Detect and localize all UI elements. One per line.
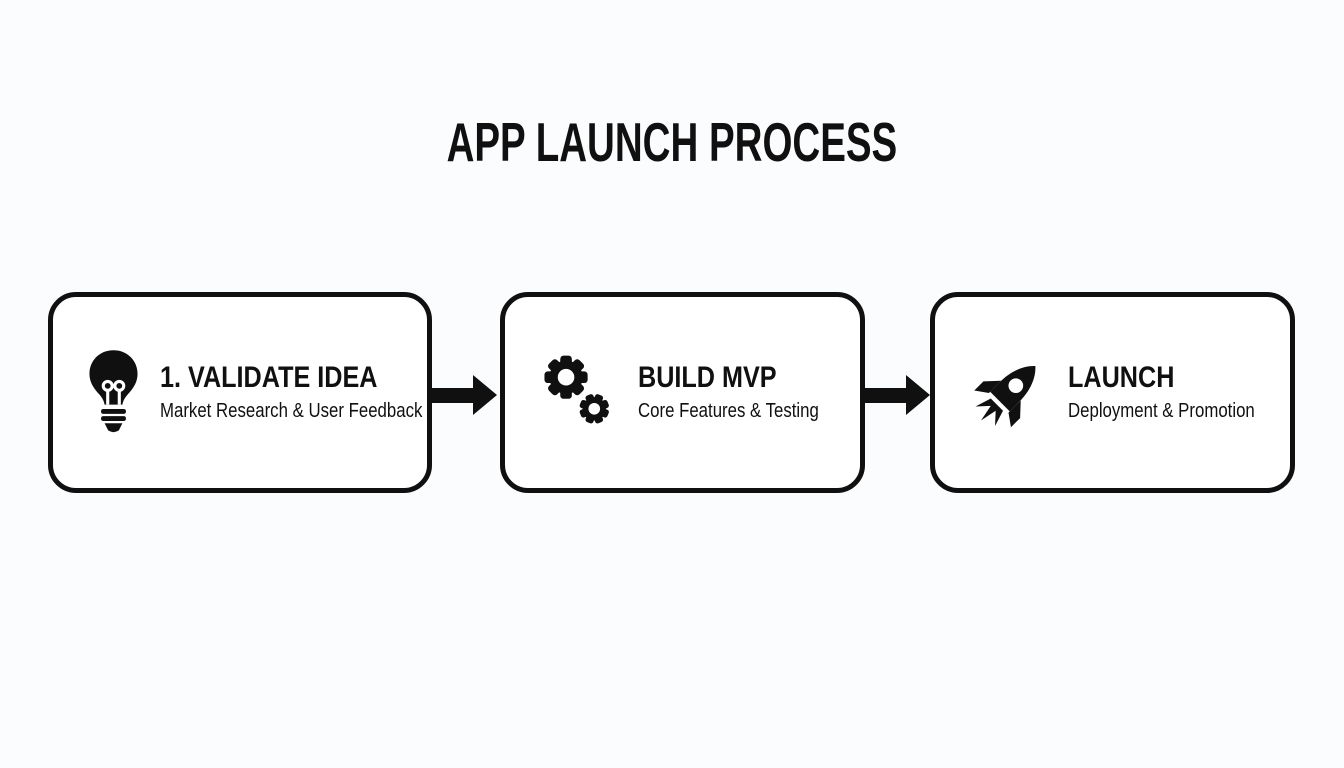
step-text-launch: LAUNCH Deployment & Promotion xyxy=(1068,362,1290,423)
arrow-head xyxy=(473,375,497,415)
step-box-launch: LAUNCH Deployment & Promotion xyxy=(930,292,1295,493)
rocket-icon xyxy=(974,365,1036,427)
flow-arrow-right-icon xyxy=(863,375,930,415)
arrow-shaft xyxy=(863,387,906,403)
step-subtitle: Market Research & User Feedback xyxy=(160,400,423,422)
arrow-shaft xyxy=(430,387,473,403)
page-title-text: APP LAUNCH PROCESS xyxy=(446,111,898,173)
step-text-validate-idea: 1. VALIDATE IDEA Market Research & User … xyxy=(160,362,472,423)
step-subtitle: Core Features & Testing xyxy=(638,400,819,422)
step-text-build-mvp: BUILD MVP Core Features & Testing xyxy=(638,362,853,423)
step-subtitle: Deployment & Promotion xyxy=(1068,400,1255,422)
gears-icon xyxy=(544,355,609,423)
step-box-build-mvp: BUILD MVP Core Features & Testing xyxy=(500,292,865,493)
page-title: APP LAUNCH PROCESS xyxy=(0,110,1344,174)
lightbulb-icon xyxy=(89,349,138,432)
step-title: BUILD MVP xyxy=(638,361,777,394)
step-box-validate-idea: 1. VALIDATE IDEA Market Research & User … xyxy=(48,292,432,493)
arrow-head xyxy=(906,375,930,415)
step-title: 1. VALIDATE IDEA xyxy=(160,361,378,394)
step-title: LAUNCH xyxy=(1068,361,1175,394)
flow-arrow-right-icon xyxy=(430,375,497,415)
